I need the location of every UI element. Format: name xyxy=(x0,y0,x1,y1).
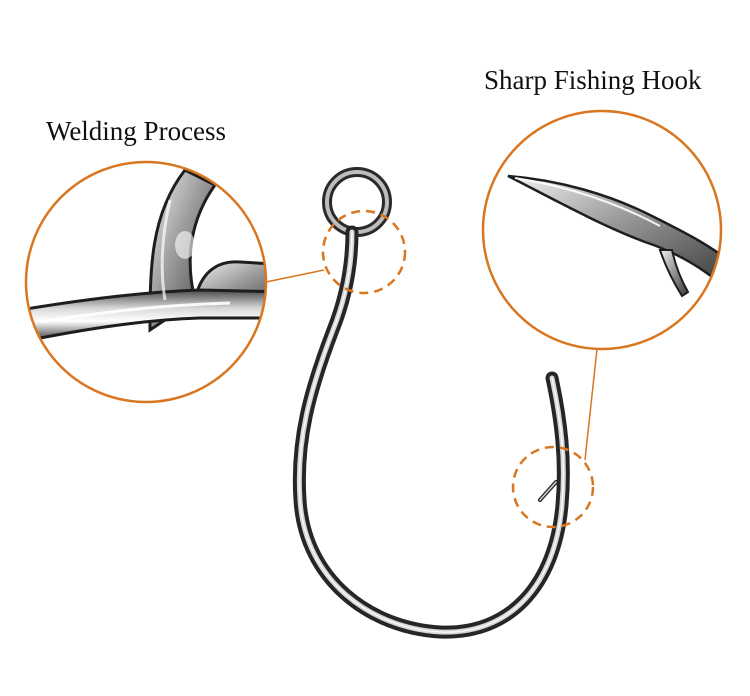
barb-highlight xyxy=(511,445,595,529)
sharp-fishing-hook-label: Sharp Fishing Hook xyxy=(484,65,702,95)
welding-process-label: Welding Process xyxy=(46,116,227,146)
welding-zoom-view xyxy=(24,160,268,404)
connector-line-sharp xyxy=(584,348,598,461)
connector-line-welding xyxy=(265,269,325,283)
sharp-point-zoom-view xyxy=(481,109,723,351)
fishing-hook xyxy=(292,167,570,639)
eye-weld-highlight xyxy=(321,209,407,295)
